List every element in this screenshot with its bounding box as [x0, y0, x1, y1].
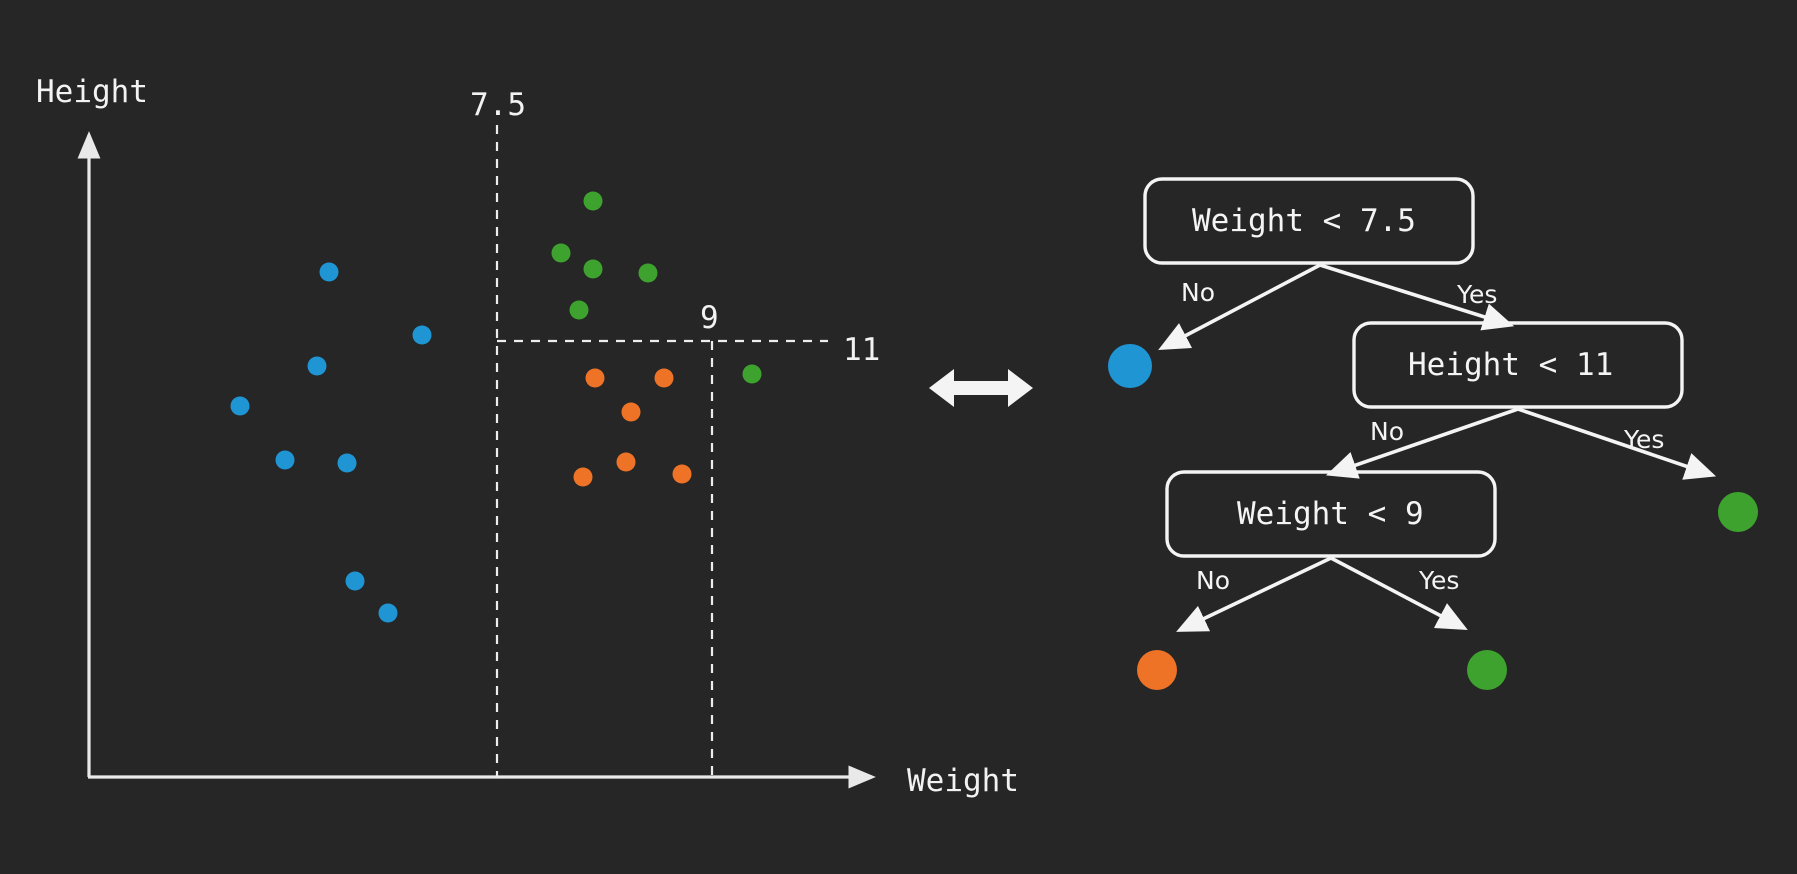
scatter-point-green	[583, 259, 603, 279]
scatter-point-green	[551, 243, 571, 263]
branch-label-weight-9-no: No	[1196, 566, 1230, 595]
split-label-height-11: 11	[843, 332, 881, 368]
branch-label-height-11-yes: Yes	[1624, 425, 1665, 454]
tree-node-root-box[interactable]	[1143, 177, 1475, 265]
leaf-node-orange[interactable]	[1137, 650, 1177, 690]
scatter-point-green	[569, 300, 589, 320]
tree-node-height-11-label: Height < 11	[1408, 347, 1614, 383]
scatter-point-orange	[621, 402, 641, 422]
tree-edges	[1158, 263, 1717, 632]
tree-node-height-11-box[interactable]	[1352, 321, 1684, 409]
scatter-point-orange	[573, 467, 593, 487]
edge-root-no	[1158, 263, 1321, 351]
edge-height-11-yes	[1517, 407, 1717, 480]
edge-height-11-no	[1325, 407, 1519, 479]
scatter-point-orange	[654, 368, 674, 388]
scatter-point-blue	[412, 325, 432, 345]
split-lines	[495, 125, 828, 777]
scatter-point-blue	[319, 262, 339, 282]
edge-weight-9-yes	[1330, 556, 1468, 631]
scatter-axes	[77, 131, 876, 789]
branch-label-height-11-no: No	[1370, 417, 1404, 446]
tree-leaf-nodes	[1108, 344, 1758, 690]
scatter-point-green	[638, 263, 658, 283]
scatter-point-blue	[230, 396, 250, 416]
scatter-points	[230, 191, 762, 623]
leaf-node-blue[interactable]	[1108, 344, 1152, 388]
edge-weight-9-no	[1176, 556, 1332, 632]
scatter-point-green	[583, 191, 603, 211]
y-axis-label: Height	[36, 74, 148, 110]
branch-label-weight-9-yes: Yes	[1419, 566, 1460, 595]
split-label-weight-7-5: 7.5	[470, 87, 526, 123]
branch-label-root-yes: Yes	[1457, 280, 1498, 309]
tree-node-weight-9-label: Weight < 9	[1237, 496, 1424, 532]
edge-root-yes	[1319, 263, 1515, 331]
scatter-point-orange	[616, 452, 636, 472]
branch-label-root-no: No	[1181, 278, 1215, 307]
leaf-node-green-right[interactable]	[1718, 492, 1758, 532]
x-axis-label: Weight	[907, 763, 1019, 799]
scatter-point-blue	[275, 450, 295, 470]
scatter-point-blue	[378, 603, 398, 623]
split-label-weight-9: 9	[700, 300, 719, 336]
scatter-point-blue	[337, 453, 357, 473]
scatter-point-orange	[672, 464, 692, 484]
leaf-node-green-bottom[interactable]	[1467, 650, 1507, 690]
scatter-point-blue	[307, 356, 327, 376]
scatter-point-blue	[345, 571, 365, 591]
double-headed-arrow-icon	[929, 369, 1033, 407]
tree-node-root-label: Weight < 7.5	[1192, 203, 1416, 239]
scatter-point-orange	[585, 368, 605, 388]
scatter-point-green	[742, 364, 762, 384]
